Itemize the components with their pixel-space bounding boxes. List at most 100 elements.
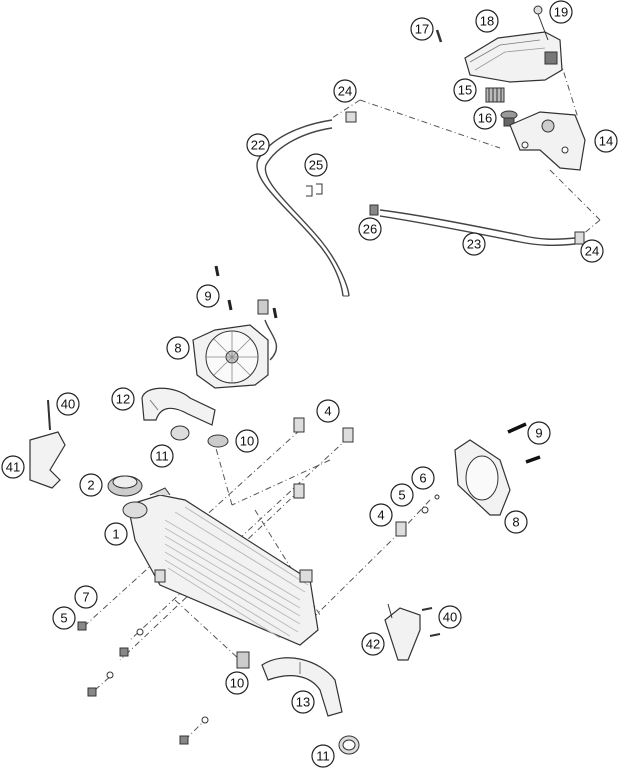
callout-4-right: 4 xyxy=(369,503,393,527)
hose-12 xyxy=(141,387,216,426)
callout-40-left: 40 xyxy=(56,392,80,416)
callout-9-upper: 9 xyxy=(196,284,220,308)
callout-1: 1 xyxy=(104,522,128,546)
callout-9-right: 9 xyxy=(527,421,551,445)
svg-text:24: 24 xyxy=(338,84,352,99)
radiator-1 xyxy=(122,487,319,646)
callout-42: 42 xyxy=(361,632,385,656)
svg-text:13: 13 xyxy=(296,695,310,710)
svg-text:18: 18 xyxy=(480,14,494,29)
clamp-24-right xyxy=(574,231,585,245)
svg-text:6: 6 xyxy=(419,471,426,486)
svg-text:14: 14 xyxy=(599,134,613,149)
callout-19: 19 xyxy=(549,0,573,24)
svg-text:40: 40 xyxy=(443,610,457,625)
fan-8-right xyxy=(454,439,511,516)
clamp-10-lower xyxy=(236,651,250,669)
svg-text:23: 23 xyxy=(467,237,481,252)
expansion-tank-18 xyxy=(464,31,563,83)
callout-17: 17 xyxy=(410,17,434,41)
svg-text:25: 25 xyxy=(309,158,323,173)
svg-text:40: 40 xyxy=(61,397,75,412)
svg-text:2: 2 xyxy=(87,478,94,493)
ring-11-lower xyxy=(338,735,360,755)
screws-9-upper xyxy=(214,265,278,319)
svg-text:8: 8 xyxy=(512,515,519,530)
callout-14: 14 xyxy=(594,129,618,153)
svg-text:19: 19 xyxy=(554,5,568,20)
hose-22 xyxy=(256,119,350,297)
svg-text:17: 17 xyxy=(415,22,429,37)
svg-text:12: 12 xyxy=(116,392,130,407)
callout-11-upper: 11 xyxy=(150,444,174,468)
screw-17 xyxy=(435,29,443,43)
svg-text:9: 9 xyxy=(204,289,211,304)
svg-text:1: 1 xyxy=(112,527,119,542)
callout-15: 15 xyxy=(453,78,477,102)
clamp-26 xyxy=(369,204,379,216)
svg-text:5: 5 xyxy=(60,611,67,626)
filter-15 xyxy=(485,87,505,103)
svg-text:7: 7 xyxy=(82,590,89,605)
callout-2: 2 xyxy=(79,473,103,497)
callout-13: 13 xyxy=(291,690,315,714)
hose-13 xyxy=(261,657,343,717)
bracket-41 xyxy=(29,399,66,489)
svg-text:42: 42 xyxy=(366,637,380,652)
callout-5-right: 5 xyxy=(390,483,414,507)
callout-23: 23 xyxy=(462,232,486,256)
callout-41: 41 xyxy=(1,455,25,479)
callout-26: 26 xyxy=(358,217,382,241)
small-hardware xyxy=(77,621,209,745)
svg-text:11: 11 xyxy=(316,749,330,764)
callout-4-top: 4 xyxy=(316,399,340,423)
svg-text:24: 24 xyxy=(585,244,599,259)
fan-8-upper xyxy=(192,299,278,389)
callout-8-upper: 8 xyxy=(166,336,190,360)
callout-8-right: 8 xyxy=(504,510,528,534)
svg-text:26: 26 xyxy=(363,222,377,237)
svg-text:9: 9 xyxy=(535,426,542,441)
svg-text:4: 4 xyxy=(377,508,384,523)
sensors-4 xyxy=(293,417,407,537)
hose-23 xyxy=(379,209,576,247)
callout-12: 12 xyxy=(111,387,135,411)
callout-24-top: 24 xyxy=(333,79,357,103)
svg-text:11: 11 xyxy=(155,449,169,464)
svg-text:22: 22 xyxy=(251,138,265,153)
washers-5-6 xyxy=(421,494,440,514)
callout-10-upper: 10 xyxy=(235,429,259,453)
svg-text:10: 10 xyxy=(240,434,254,449)
callout-10-lower: 10 xyxy=(225,671,249,695)
callout-16: 16 xyxy=(473,106,497,130)
callout-11-lower: 11 xyxy=(311,744,335,768)
callout-18: 18 xyxy=(475,9,499,33)
callout-5-left: 5 xyxy=(52,606,76,630)
callout-24-right: 24 xyxy=(580,239,604,263)
svg-text:15: 15 xyxy=(458,83,472,98)
bracket-42 xyxy=(384,603,441,661)
bracket-14 xyxy=(509,111,586,171)
svg-text:10: 10 xyxy=(230,676,244,691)
svg-text:41: 41 xyxy=(6,460,20,475)
seal-16 xyxy=(500,110,518,127)
ring-11-upper xyxy=(170,425,190,441)
callout-7: 7 xyxy=(74,585,98,609)
radiator-fins xyxy=(164,506,309,639)
callout-22: 22 xyxy=(246,133,270,157)
radiator-cap-2 xyxy=(107,475,143,497)
screws-9-right xyxy=(507,422,541,464)
svg-text:5: 5 xyxy=(398,488,405,503)
svg-text:16: 16 xyxy=(478,111,492,126)
clips-25 xyxy=(306,183,323,197)
clamp-10-upper xyxy=(207,434,229,448)
svg-text:8: 8 xyxy=(174,341,181,356)
callout-6: 6 xyxy=(411,466,435,490)
callout-40-right: 40 xyxy=(438,605,462,629)
clamp-24-top xyxy=(345,111,357,123)
cap-19 xyxy=(533,5,549,41)
callout-25: 25 xyxy=(304,153,328,177)
